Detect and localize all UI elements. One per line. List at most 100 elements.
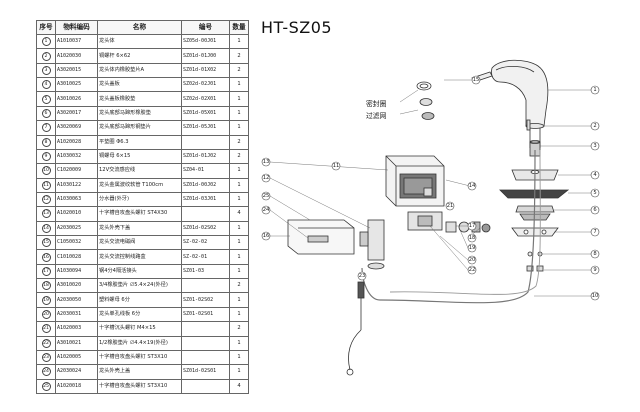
- row-seq-badge: 11: [41, 180, 51, 190]
- row-part-name: 龙头底部马蹄形橡胶垫: [97, 105, 182, 122]
- row-qty: 1: [229, 335, 249, 351]
- callout-22: 22: [467, 265, 477, 275]
- row-seq-badge: 9: [41, 152, 51, 162]
- row-part-name: 12V交流感应线: [97, 163, 182, 179]
- row-seq: 22: [36, 335, 56, 351]
- row-seq: 5: [36, 91, 56, 107]
- svg-text:23: 23: [359, 273, 366, 279]
- svg-text:12: 12: [263, 175, 270, 181]
- row-part-no: SZ05d-00J01: [181, 33, 230, 50]
- row-qty: 1: [229, 263, 249, 280]
- svg-text:11: 11: [333, 163, 340, 169]
- row-material-code: A1010037: [55, 33, 98, 50]
- svg-text:24: 24: [263, 207, 270, 213]
- row-material-code: A1020030: [55, 48, 98, 64]
- callout-5: 5: [590, 188, 600, 198]
- row-qty: 1: [229, 191, 249, 208]
- header-seq: 序号: [36, 20, 56, 35]
- svg-text:9: 9: [593, 267, 596, 273]
- row-part-name: 龙头盖板: [97, 77, 182, 93]
- row-part-no: SZ01d-01X02: [181, 62, 230, 79]
- row-part-no: SZ01d-05J01: [181, 120, 230, 136]
- solenoid-valve: [407, 211, 443, 231]
- row-material-code: A1020018: [55, 378, 98, 395]
- callout-18: 18: [467, 233, 477, 243]
- callout-15: 15: [471, 75, 481, 85]
- row-material-code: A1020028: [55, 134, 98, 150]
- svg-text:6: 6: [593, 207, 596, 213]
- row-part-no: [181, 278, 230, 294]
- row-part-name: 龙头体内橡胶垫片A: [97, 62, 182, 79]
- svg-text:3: 3: [593, 143, 596, 149]
- row-seq-badge: 3: [41, 65, 51, 75]
- row-seq-badge: 4: [41, 80, 51, 90]
- row-qty: 1: [229, 364, 249, 380]
- row-seq-badge: 21: [41, 324, 51, 334]
- callout-6: 6: [590, 205, 600, 215]
- callout-21: 21: [445, 201, 455, 211]
- row-qty: 1: [229, 33, 249, 50]
- row-material-code: C1050032: [55, 235, 98, 251]
- svg-text:22: 22: [469, 267, 476, 273]
- svg-text:25: 25: [263, 193, 270, 199]
- row-seq-badge: 25: [41, 381, 51, 391]
- row-seq-badge: 15: [41, 238, 51, 248]
- row-qty: 2: [229, 62, 249, 79]
- row-part-name: 龙头盖板橡胶垫: [97, 91, 182, 107]
- row-material-code: A2030031: [55, 306, 98, 323]
- exploded-diagram: 1 2 3 4 5 6 7 8 9 10 13 12 25 24 16 14 1…: [261, 59, 600, 376]
- row-seq: 8: [36, 134, 56, 150]
- row-seq: 14: [36, 220, 56, 237]
- sensor-cable-and-hose: [361, 149, 541, 304]
- row-seq: 3: [36, 62, 56, 79]
- row-part-no: SZ01d-03J01: [181, 191, 230, 208]
- header-code: 物料编码: [55, 20, 98, 35]
- row-seq: 1: [36, 33, 56, 50]
- row-seq: 11: [36, 177, 56, 193]
- row-part-no: SZ01d-01J00: [181, 48, 230, 64]
- seal-ring-label: 密封圈: [366, 99, 387, 108]
- row-seq: 9: [36, 148, 56, 165]
- row-seq: 6: [36, 105, 56, 122]
- row-part-name: 分水器(外牙): [97, 191, 182, 208]
- row-seq-badge: 16: [41, 252, 51, 262]
- row-seq-badge: 23: [41, 353, 51, 363]
- callout-10: 10: [590, 291, 600, 301]
- row-material-code: A1030063: [55, 191, 98, 208]
- row-seq-badge: 1: [41, 37, 51, 47]
- row-qty: 2: [229, 148, 249, 165]
- row-material-code: A3020017: [55, 105, 98, 122]
- row-qty: 1: [229, 77, 249, 93]
- row-part-name: 十字槽自攻盘头螺钉 ST4X30: [97, 206, 182, 222]
- row-seq: 2: [36, 48, 56, 64]
- svg-text:2: 2: [593, 123, 596, 129]
- row-seq: 25: [36, 378, 56, 395]
- svg-text:7: 7: [593, 229, 596, 235]
- row-seq-badge: 13: [41, 209, 51, 219]
- callout-2: 2: [590, 121, 600, 131]
- row-qty: 1: [229, 120, 249, 136]
- callout-16: 16: [261, 231, 271, 241]
- svg-text:18: 18: [469, 235, 476, 241]
- row-seq: 15: [36, 235, 56, 251]
- row-seq-badge: 20: [41, 310, 51, 319]
- row-qty: 1: [229, 306, 249, 323]
- row-part-name: 钢4分4隔活接头: [97, 263, 182, 280]
- row-qty: 1: [229, 91, 249, 107]
